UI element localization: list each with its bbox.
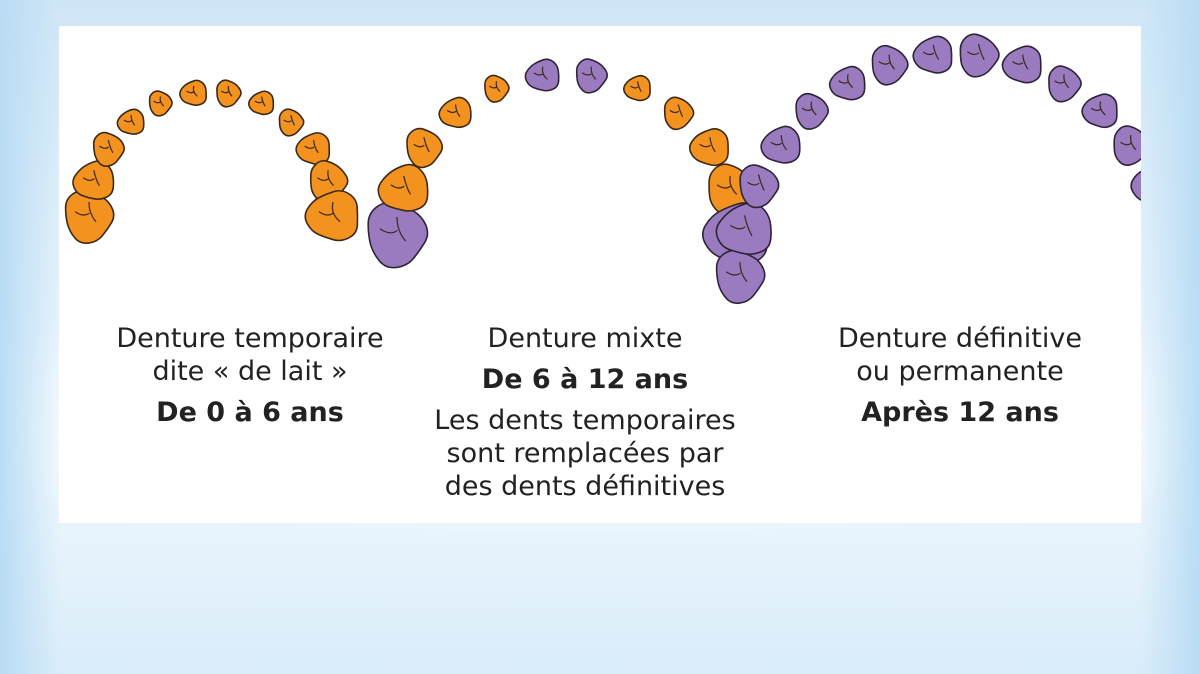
- tooth-fissure: [1090, 101, 1106, 116]
- temporary-tooth: [484, 74, 510, 103]
- stage-age: De 6 à 12 ans: [481, 364, 689, 395]
- stage-desc-line3: des dents définitives: [444, 471, 726, 502]
- temporary-tooth: [216, 79, 242, 108]
- stage-desc-line1: Les dents temporaires: [434, 405, 736, 436]
- temporary-tooth: [148, 90, 173, 117]
- tooth-fissure: [82, 170, 100, 186]
- tooth-fissure: [74, 201, 97, 222]
- tooth-fissure: [186, 85, 198, 97]
- tooth-fissure: [304, 139, 319, 153]
- tooth-fissure: [221, 85, 233, 97]
- temporary-tooth: [688, 128, 729, 167]
- permanent-tooth: [575, 58, 609, 94]
- temporary-tooth: [278, 108, 305, 137]
- tooth-fissure: [699, 136, 716, 153]
- slide-background-right: [1140, 0, 1200, 674]
- tooth-fissure: [801, 101, 817, 116]
- tooth-fissure: [630, 81, 642, 92]
- tooth-fissure: [1120, 135, 1137, 151]
- temporary-tooth: [295, 132, 331, 166]
- stage-title-line2: ou permanente: [856, 356, 1064, 387]
- temporary-tooth: [663, 96, 695, 131]
- tooth-fissure: [390, 175, 411, 195]
- tooth-fissure: [99, 139, 114, 153]
- tooth-fissure: [967, 43, 985, 61]
- temporary-tooth: [377, 163, 429, 212]
- stage-title-line1: Denture temporaire: [116, 323, 384, 354]
- permanent-tooth: [795, 92, 830, 130]
- stage-title-line2: dite « de lait »: [152, 356, 348, 387]
- permanent-tooth: [871, 44, 909, 86]
- stage-temporary: Denture temporaire dite « de lait » De 0…: [59, 322, 441, 429]
- temporary-tooth: [304, 189, 359, 242]
- permanent-tooth: [959, 33, 1000, 78]
- tooth-fissure: [669, 104, 683, 117]
- stage-title-line1: Denture définitive: [838, 323, 1082, 354]
- tooth-fissure: [838, 74, 854, 88]
- tooth-fissure: [489, 81, 501, 92]
- permanent-tooth: [1001, 45, 1042, 84]
- permanent-tooth: [1048, 65, 1082, 103]
- tooth-fissure: [254, 96, 266, 107]
- tooth-fissure: [533, 66, 548, 80]
- tooth-fissure: [725, 261, 748, 282]
- permanent-tooth: [1130, 170, 1141, 201]
- dental-arches-illustration: [64, 33, 1141, 305]
- permanent-tooth: [1113, 125, 1141, 167]
- stage-title-line1: Denture mixte: [487, 323, 683, 354]
- arch-mixed-dentition: [367, 58, 768, 269]
- permanent-tooth: [739, 164, 780, 209]
- stage-desc-line2: sont remplacées par: [446, 438, 724, 469]
- tooth-fissure: [123, 114, 136, 126]
- tooth-fissure: [317, 170, 334, 186]
- tooth-fissure: [770, 135, 787, 151]
- tooth-fissure: [922, 44, 939, 60]
- tooth-fissure: [878, 54, 895, 70]
- tooth-fissure: [283, 114, 295, 126]
- tooth-fissure: [318, 201, 341, 222]
- tooth-fissure: [446, 104, 461, 117]
- permanent-tooth: [1081, 93, 1118, 129]
- tooth-fissure: [1054, 74, 1070, 88]
- tooth-fissure: [716, 175, 738, 195]
- tooth-fissure: [747, 174, 765, 191]
- stage-permanent: Denture définitive ou permanente Après 1…: [779, 322, 1141, 429]
- tooth-fissure: [582, 66, 597, 80]
- arch-temporary-dentition: [64, 79, 359, 245]
- temporary-tooth: [92, 131, 125, 168]
- stage-age: De 0 à 6 ans: [156, 397, 344, 428]
- arch-permanent-dentition: [715, 33, 1141, 305]
- tooth-fissure: [730, 215, 753, 237]
- tooth-fissure: [413, 136, 430, 153]
- stage-mixed: Denture mixte De 6 à 12 ans Les dents te…: [375, 322, 795, 503]
- tooth-fissure: [379, 216, 406, 242]
- diagram-panel: Denture temporaire dite « de lait » De 0…: [59, 26, 1141, 523]
- slide-background-left: [0, 0, 60, 674]
- stage-age: Après 12 ans: [861, 397, 1059, 428]
- permanent-tooth: [367, 201, 429, 269]
- tooth-fissure: [153, 96, 165, 107]
- permanent-tooth: [912, 35, 953, 74]
- temporary-tooth: [406, 127, 444, 169]
- tooth-fissure: [1012, 54, 1029, 70]
